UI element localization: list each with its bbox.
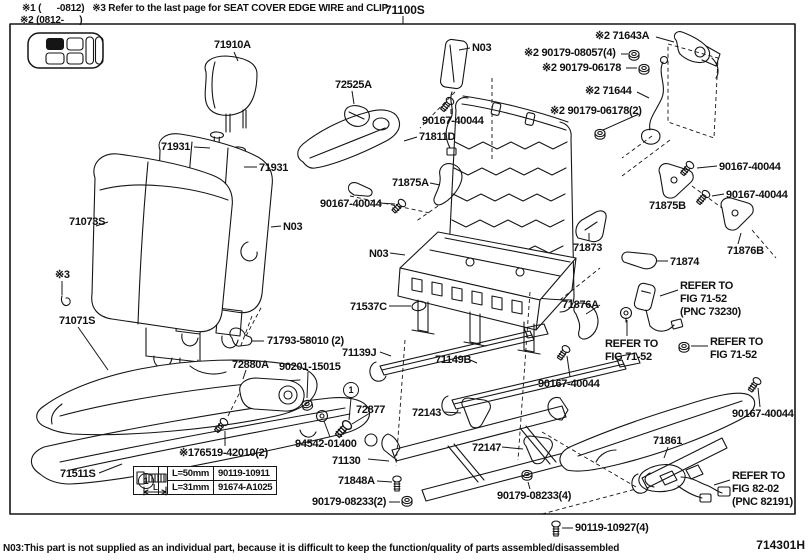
part-label: ※2 71643A [595,30,650,42]
part-label: 71848A [338,475,375,487]
figure-code: 714301H [756,538,805,552]
part-label: 71876B [727,245,764,257]
part-label: 71931 [161,141,191,153]
bracket-art [60,163,754,465]
part-label: 90167-40044 [719,161,781,173]
armrest-art [239,377,305,412]
part-label: 72525A [335,79,372,91]
part-label: 72877 [356,404,386,416]
svg-text:L: L [153,483,158,492]
part-label: 71811D [419,131,456,143]
cushion-spring-art [30,397,371,485]
headrest-art [204,55,258,133]
part-label: 90119-10927(4) [575,522,649,534]
part-label: 72143 [412,407,442,419]
airbag-art [439,38,469,156]
footer-note: N03:This part is not supplied as an indi… [3,543,620,554]
part-label: 71511S [60,468,96,480]
part-label: REFER TO FIG 71-52 (PNC 73230) [680,280,741,319]
table-part-cell: 90119-10911 [213,466,278,481]
belt-buckle-art [625,282,684,332]
part-label: 90167-40044 [538,378,600,390]
part-label: ※2 90179-08057(4) [524,47,616,59]
part-label: ※176519-42010(2) [179,447,268,459]
cushion-frame-art [397,231,577,355]
part-label: 71875A [392,177,429,189]
table-length-cell: L=50mm [166,466,215,481]
part-label: 90167-40044 [320,198,382,210]
header-note-2: ※2 (0812- ) [20,15,83,26]
part-label: N03 [369,248,389,260]
part-label: 71130 [332,455,361,467]
seat-rail-art [369,323,728,502]
wire-harness-art [638,464,731,503]
fastener-size-table: 1 L L=50mm 90119-10911 L=31mm 91674-A102… [133,466,278,496]
table-part-cell: 91674-A1025 [213,480,278,495]
table-length-cell: L=31mm [166,480,215,495]
part-label: 71873 [573,242,603,254]
part-label: 71793-58010 (2) [267,335,344,347]
part-label: 71910A [214,39,251,51]
part-label: 90167-40044 [422,115,484,127]
header-note-3: ※3 Refer to the last page for SEAT COVER… [92,3,389,14]
part-label: 90167-40044 [726,189,788,201]
part-label: REFER TO FIG 82-02 (PNC 82191) [732,470,793,509]
part-label: ※2 90179-06178 [542,62,622,74]
seatback-cover-art [91,153,233,371]
part-label: 90167-40044 [732,408,794,420]
part-label: 71071S [59,315,96,327]
part-label: 90179-08233(2) [312,496,387,508]
assembly-dashed-lines [227,43,777,515]
part-label: 94542-01400 [295,438,357,450]
part-label: 71875B [649,200,686,212]
fastener-art [212,49,763,537]
part-label: ※2 71644 [585,85,632,97]
part-label: ※3 [55,269,70,281]
part-label: 71931 [259,162,289,174]
part-label: 72147 [472,442,502,454]
callout-1-marker: 1 [343,382,359,398]
recliner-release-art [640,31,721,145]
assembly-number: 71100S [385,3,425,17]
part-label: 71874 [670,256,700,268]
header-note-1: ※1 ( -0812) ※3 Refer to the last page fo… [22,3,389,14]
part-label: REFER TO FIG 71-52 [605,338,659,364]
part-label: 72880A [232,359,269,371]
part-label: 90179-08233(4) [497,490,572,502]
part-label: 71073S [69,216,106,228]
part-label: REFER TO FIG 71-52 [710,336,764,362]
part-label: N03 [472,42,492,54]
part-label: 90201-15015 [279,361,341,373]
part-label: ※2 90179-06178(2) [550,105,642,117]
part-label: 71139J [342,347,377,359]
part-label: 71537C [350,301,387,313]
part-label: 71876A [562,299,599,311]
part-label: 71149B [435,354,472,366]
bolt-length-icon: L [135,466,168,496]
part-label: 71861 [653,435,683,447]
seat-position-icon [27,32,104,69]
leader-lines [61,16,761,529]
seat-shield-art [559,392,756,472]
recliner-cover-art [297,105,401,169]
part-label: N03 [283,221,303,233]
